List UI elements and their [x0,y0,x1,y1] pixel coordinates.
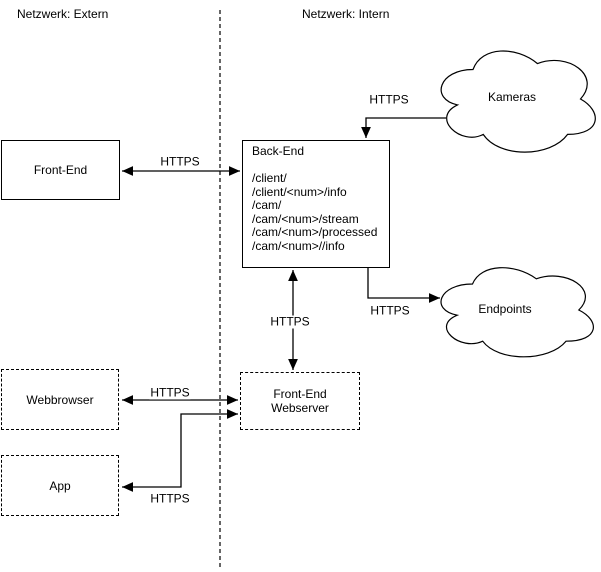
node-frontend-webserver: Front-End Webserver [240,372,360,430]
endpoints-cloud [440,267,594,358]
back-end-route: /cam/<num>/processed [252,225,378,239]
app-label: App [49,478,71,493]
edge-backend-endpoints [367,268,440,303]
kameras-label: Kameras [487,90,537,104]
back-end-title: Back-End [252,144,305,158]
node-front-end: Front-End [1,140,120,200]
edge-label-webbrowser-webserver: HTTPS [149,385,191,400]
edge-label-frontend-backend: HTTPS [159,154,201,169]
node-app: App [1,455,119,516]
edge-kameras-backend [361,117,446,138]
edge-label-app-webserver: HTTPS [149,491,191,506]
back-end-route: /client/<num>/info [252,184,347,199]
zone-label-extern: Netzwerk: Extern [17,7,109,21]
node-back-end: Back-End /client/ /client/<num>/info /ca… [242,140,390,268]
back-end-routes: /client/ /client/<num>/info /cam/ /cam/<… [252,171,380,253]
zone-label-intern: Netzwerk: Intern [302,7,390,21]
node-webbrowser: Webbrowser [1,369,119,430]
edge-label-kameras-backend: HTTPS [368,92,410,107]
edge-app-webserver [122,409,238,492]
kameras-cloud [440,50,596,153]
back-end-route: /cam/<num>/stream [252,211,359,226]
back-end-route: /cam/ [252,198,282,212]
back-end-route: /cam/<num>//info [252,238,345,253]
edge-label-backend-endpoints: HTTPS [369,303,411,318]
edge-label-backend-webserver: HTTPS [269,314,311,329]
front-end-label: Front-End [33,163,88,177]
frontend-webserver-label: Front-End Webserver [271,387,329,415]
webbrowser-label: Webbrowser [26,392,94,407]
back-end-route: /client/ [252,171,287,185]
endpoints-label: Endpoints [478,302,532,316]
